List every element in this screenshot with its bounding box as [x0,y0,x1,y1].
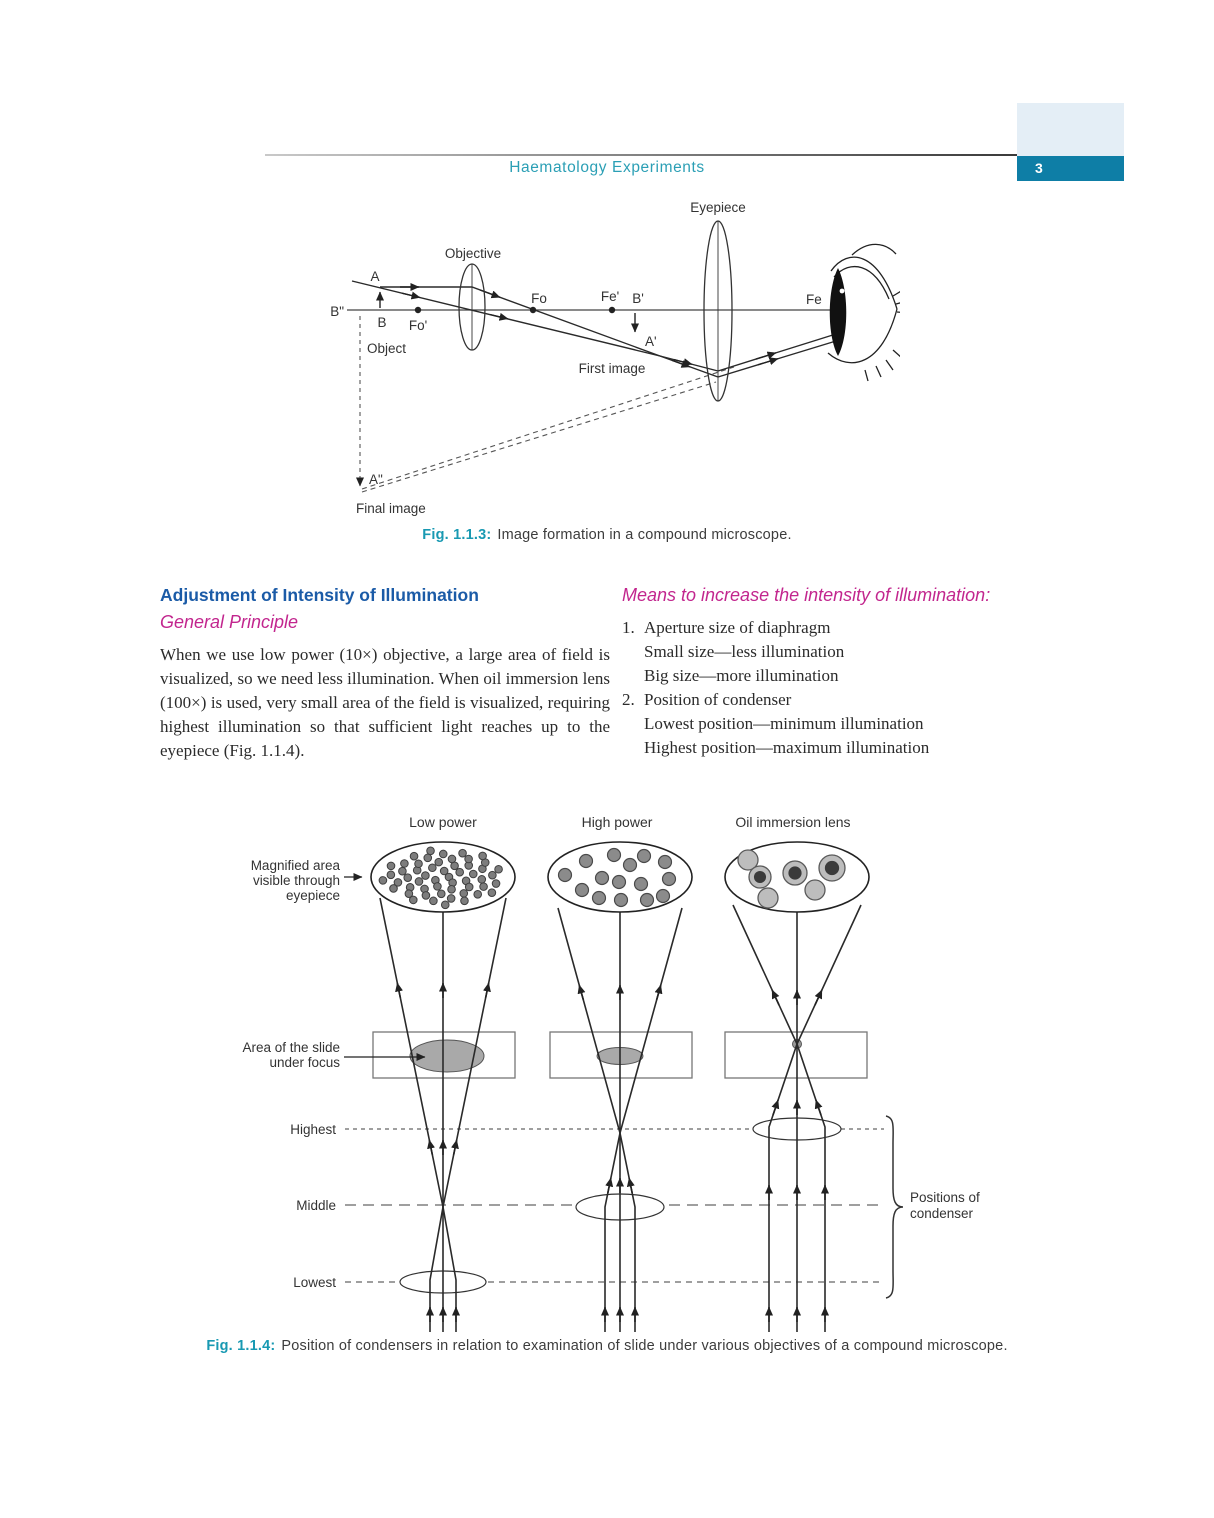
label-oil-immersion: Oil immersion lens [735,814,850,830]
focal-point-fo-prime [414,306,422,314]
fig-1-1-3-caption-label: Fig. 1.1.3: [422,527,492,543]
label-b: B [377,315,386,330]
fig-1-1-4-caption-label: Fig. 1.1.4: [206,1338,276,1354]
section-adjustment: Adjustment of Intensity of Illumination … [160,585,610,763]
eyepiece-lens [703,220,733,402]
list-item-number: 2. [622,690,635,709]
list-subitem: Highest position—maximum illumination [644,738,930,757]
list-subitem: Small size—less illumination [644,642,845,661]
ray-direction-arrows [395,982,829,1322]
fig-1-1-3-caption-text: Image formation in a compound microscope… [497,527,792,543]
label-high-power: High power [582,814,653,830]
label-magnified-1: Magnified area [251,858,341,873]
corner-decoration [1017,103,1124,156]
label-low-power: Low power [409,814,477,830]
label-a-double: A" [369,472,383,487]
list-subitem: Lowest position—minimum illumination [644,714,924,733]
slide-oil-immersion [724,1031,868,1079]
label-a-prime: A' [645,334,657,349]
rays-oil-immersion [732,904,862,1332]
running-head: Haematology Experiments [509,159,705,176]
section-means: Means to increase the intensity of illum… [622,585,1062,760]
fig-1-1-4-condenser-diagram: Low power High power Oil immersion lens … [242,814,980,1332]
list-item: 1. Aperture size of diaphragm [622,616,1062,640]
fig-1-1-4-caption-text: Position of condensers in relation to ex… [281,1338,1008,1354]
label-slide-1: Area of the slide [242,1040,340,1055]
label-fo: Fo [531,291,547,306]
section-paragraph: When we use low power (10×) objective, a… [160,645,610,760]
ray-central [351,280,719,372]
objective-lens [458,263,486,351]
fig-1-1-3-caption: Fig. 1.1.3: Image formation in a compound… [300,527,914,543]
section-heading: Adjustment of Intensity of Illumination [160,585,479,605]
list-item-text: Aperture size of diaphragm [644,618,831,637]
label-middle: Middle [296,1198,336,1213]
fig-1-1-4-caption: Fig. 1.1.4: Position of condensers in rel… [80,1338,1134,1354]
means-list: 1. Aperture size of diaphragm Small size… [622,616,1062,760]
eye-illustration [827,243,900,382]
label-a: A [370,269,379,284]
label-condenser: condenser [910,1206,974,1221]
label-b-prime: B' [632,291,644,306]
label-first-image: First image [579,361,646,376]
label-eyepiece: Eyepiece [690,200,746,215]
list-item-number: 1. [622,618,635,637]
label-objective: Objective [445,246,501,261]
label-magnified-3: eyepiece [286,888,340,903]
cells-low-power [378,846,503,910]
virtual-ray-1 [361,366,735,490]
list-item-text: Position of condenser [644,690,792,709]
label-final-image: Final image [356,501,426,516]
list-item: 2. Position of condenser [622,688,1062,712]
rays-low-power [379,897,507,1332]
label-object: Object [367,341,406,356]
header-rule [265,154,1017,156]
ray-arrowheads [400,283,779,368]
refracted-ray-2 [717,333,837,372]
label-magnified-2: visible through [253,873,340,888]
label-fo-prime: Fo' [409,318,427,333]
label-highest: Highest [290,1122,336,1137]
focal-point-fe-prime [608,306,616,314]
label-b-double: B" [330,304,344,319]
rays-high-power [557,907,683,1332]
focus-area-low [409,1039,485,1073]
label-positions-of: Positions of [910,1190,980,1205]
list-subitem: Big size—more illumination [644,666,839,685]
page-number: 3 [1017,156,1124,181]
virtual-ray-2 [361,381,717,493]
positions-brace [885,1115,904,1299]
section-subheading: General Principle [160,612,299,632]
label-slide-2: under focus [269,1055,340,1070]
means-heading: Means to increase the intensity of illum… [622,585,991,605]
fig-1-1-3-ray-diagram: Eyepiece Objective A B B" Fo' Object Fo … [330,200,900,516]
label-fe-prime: Fe' [601,289,619,304]
cells-oil-immersion [737,849,846,909]
focal-point-fo [529,306,537,314]
label-fe: Fe [806,292,822,307]
label-lowest: Lowest [293,1275,336,1290]
cells-high-power [557,847,677,908]
